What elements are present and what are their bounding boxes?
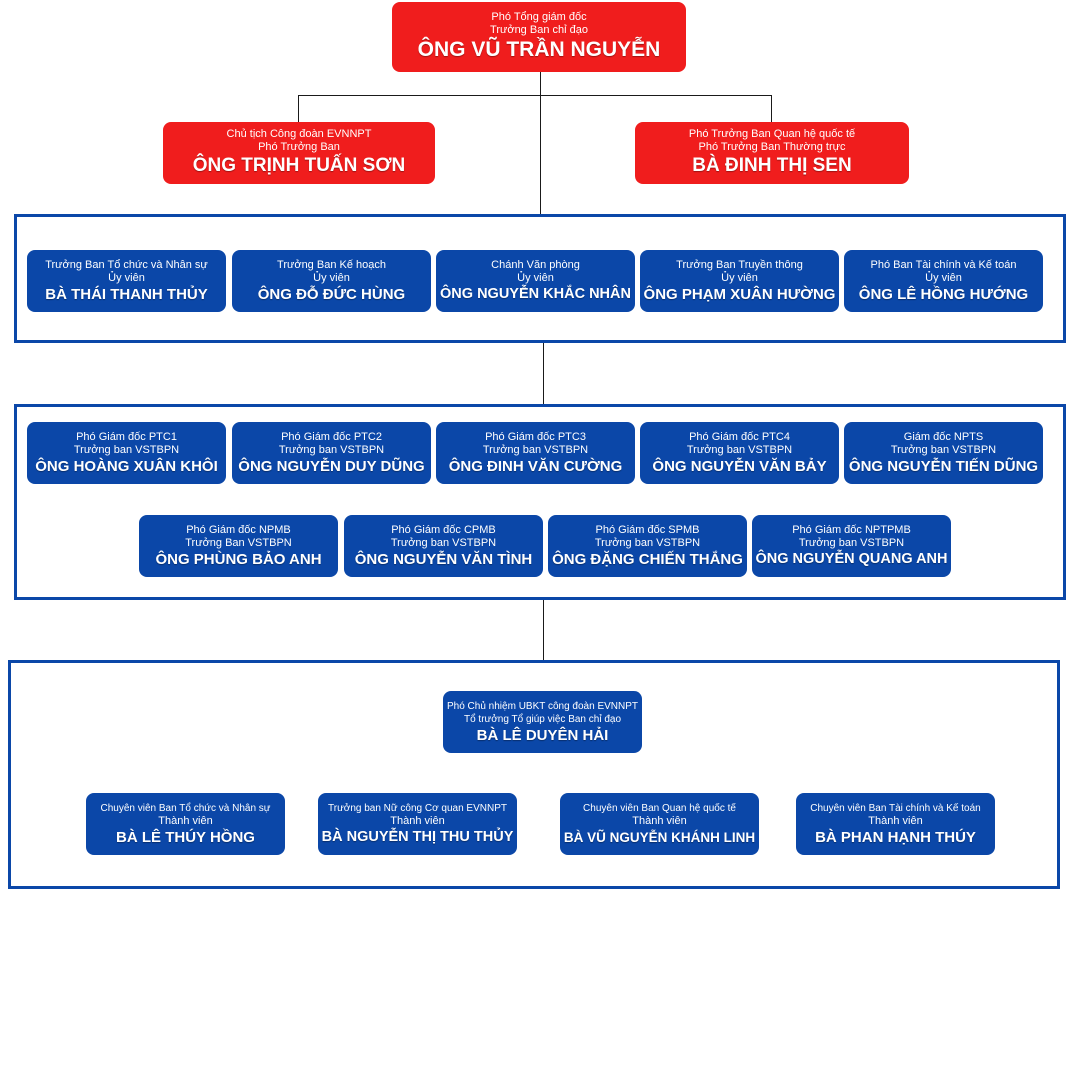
unit-title: Phó Giám đốc NPMB (186, 523, 291, 536)
team-lead-name: BÀ LÊ DUYÊN HẢI (476, 726, 609, 744)
unit-name: ÔNG NGUYỄN VĂN TÌNH (354, 550, 533, 568)
unit-role: Trưởng ban VSTBPN (278, 443, 385, 456)
head-role: Trưởng Ban chỉ đạo (490, 24, 588, 36)
team-member-title: Chuyên viên Ban Tài chính và Kế toán (810, 802, 981, 814)
member-title: Phó Ban Tài chính và Kế toán (870, 258, 1017, 271)
unit-title: Phó Giám đốc PTC1 (76, 430, 177, 443)
member-role: Ủy viên (925, 271, 962, 284)
team-lead-node: Phó Chủ nhiệm UBKT công đoàn EVNNPT Tổ t… (443, 691, 642, 753)
member-name: ÔNG LÊ HỒNG HƯỚNG (858, 285, 1029, 303)
team-member-name: BÀ LÊ THÚY HỒNG (116, 828, 255, 846)
team-member-title: Chuyên viên Ban Tổ chức và Nhân sự (100, 802, 271, 814)
member-role: Ủy viên (517, 271, 554, 284)
connector-deputy-right (771, 95, 772, 123)
connector-deputy-left (298, 95, 299, 123)
unit-node: Phó Giám đốc PTC4 Trưởng ban VSTBPN ÔNG … (640, 422, 839, 484)
unit-name: ÔNG NGUYỄN TIẾN DŨNG (848, 457, 1039, 475)
head-title: Phó Tổng giám đốc (491, 11, 587, 23)
team-member-name: BÀ VŨ NGUYỄN KHÁNH LINH (563, 829, 756, 845)
unit-node: Phó Giám đốc CPMB Trưởng ban VSTBPN ÔNG … (344, 515, 543, 577)
unit-role: Trưởng Ban VSTBPN (185, 536, 292, 549)
team-member-node: Chuyên viên Ban Tài chính và Kế toán Thà… (796, 793, 995, 855)
unit-node: Phó Giám đốc PTC1 Trưởng ban VSTBPN ÔNG … (27, 422, 226, 484)
deputy-role: Phó Trưởng Ban (258, 141, 340, 153)
member-name: ÔNG NGUYỄN KHẮC NHÂN (440, 285, 631, 302)
deputy-name: BÀ ĐINH THỊ SEN (692, 155, 852, 176)
unit-node: Phó Giám đốc NPMB Trưởng Ban VSTBPN ÔNG … (139, 515, 338, 577)
connector-top-trunk (540, 70, 541, 216)
member-node: Phó Ban Tài chính và Kế toán Ủy viên ÔNG… (844, 250, 1043, 312)
deputy-role: Phó Trưởng Ban Thường trực (698, 141, 846, 153)
team-member-node: Chuyên viên Ban Tổ chức và Nhân sự Thành… (86, 793, 285, 855)
unit-role: Trưởng ban VSTBPN (482, 443, 589, 456)
deputy-node: Phó Trưởng Ban Quan hệ quốc tế Phó Trưởn… (635, 122, 909, 184)
member-role: Ủy viên (313, 271, 350, 284)
deputy-node: Chủ tịch Công đoàn EVNNPT Phó Trưởng Ban… (163, 122, 435, 184)
unit-name: ÔNG NGUYỄN VĂN BẢY (652, 457, 827, 475)
team-member-name: BÀ NGUYỄN THỊ THU THỦY (321, 828, 514, 845)
unit-node: Giám đốc NPTS Trưởng ban VSTBPN ÔNG NGUY… (844, 422, 1043, 484)
team-member-role: Thành viên (158, 814, 213, 827)
unit-node: Phó Giám đốc NPTPMB Trưởng ban VSTBPN ÔN… (752, 515, 951, 577)
unit-role: Trưởng ban VSTBPN (798, 536, 905, 549)
member-title: Trưởng Ban Truyền thông (676, 258, 803, 271)
unit-name: ÔNG NGUYỄN DUY DŨNG (238, 457, 425, 475)
unit-title: Phó Giám đốc CPMB (391, 523, 496, 536)
team-member-node: Trưởng ban Nữ công Cơ quan EVNNPT Thành … (318, 793, 517, 855)
member-title: Chánh Văn phòng (491, 258, 580, 271)
team-member-role: Thành viên (632, 814, 687, 827)
unit-title: Phó Giám đốc PTC3 (485, 430, 586, 443)
member-name: ÔNG ĐỖ ĐỨC HÙNG (257, 285, 406, 303)
unit-name: ÔNG ĐINH VĂN CƯỜNG (448, 457, 623, 475)
unit-title: Phó Giám đốc NPTPMB (792, 523, 911, 536)
member-role: Ủy viên (108, 271, 145, 284)
member-node: Trưởng Ban Tổ chức và Nhân sự Ủy viên BÀ… (27, 250, 226, 312)
connector-deputy-bar (298, 95, 772, 96)
team-lead-role: Tổ trưởng Tổ giúp việc Ban chỉ đạo (463, 713, 622, 725)
head-name: ÔNG VŨ TRẦN NGUYỄN (417, 38, 661, 61)
team-member-role: Thành viên (390, 814, 445, 827)
member-node: Chánh Văn phòng Ủy viên ÔNG NGUYỄN KHẮC … (436, 250, 635, 312)
member-title: Trưởng Ban Tổ chức và Nhân sự (45, 258, 208, 271)
connector-units-to-team (543, 598, 544, 662)
unit-title: Phó Giám đốc PTC2 (281, 430, 382, 443)
unit-title: Giám đốc NPTS (903, 430, 984, 443)
team-lead-title: Phó Chủ nhiệm UBKT công đoàn EVNNPT (446, 700, 639, 712)
member-node: Trưởng Ban Truyền thông Ủy viên ÔNG PHẠM… (640, 250, 839, 312)
member-name: ÔNG PHẠM XUÂN HƯỜNG (643, 285, 836, 303)
unit-role: Trưởng ban VSTBPN (686, 443, 793, 456)
connector-members-to-units (543, 342, 544, 406)
team-member-title: Chuyên viên Ban Quan hệ quốc tế (583, 802, 736, 814)
unit-name: ÔNG HOÀNG XUÂN KHÔI (35, 457, 218, 475)
unit-node: Phó Giám đốc SPMB Trưởng ban VSTBPN ÔNG … (548, 515, 747, 577)
unit-node: Phó Giám đốc PTC3 Trưởng ban VSTBPN ÔNG … (436, 422, 635, 484)
deputy-name: ÔNG TRỊNH TUẤN SƠN (192, 155, 406, 176)
member-title: Trưởng Ban Kế hoạch (277, 258, 386, 271)
unit-role: Trưởng ban VSTBPN (73, 443, 180, 456)
unit-title: Phó Giám đốc PTC4 (689, 430, 790, 443)
unit-role: Trưởng ban VSTBPN (390, 536, 497, 549)
team-member-node: Chuyên viên Ban Quan hệ quốc tế Thành vi… (560, 793, 759, 855)
unit-title: Phó Giám đốc SPMB (595, 523, 700, 536)
unit-role: Trưởng ban VSTBPN (890, 443, 997, 456)
unit-node: Phó Giám đốc PTC2 Trưởng ban VSTBPN ÔNG … (232, 422, 431, 484)
deputy-title: Chủ tịch Công đoàn EVNNPT (226, 128, 372, 140)
unit-name: ÔNG PHÙNG BẢO ANH (155, 550, 322, 568)
team-member-name: BÀ PHAN HẠNH THÚY (815, 828, 976, 846)
team-member-title: Trưởng ban Nữ công Cơ quan EVNNPT (328, 802, 507, 814)
unit-name: ÔNG NGUYỄN QUANG ANH (755, 550, 948, 567)
member-name: BÀ THÁI THANH THỦY (45, 285, 208, 303)
unit-name: ÔNG ĐẶNG CHIẾN THẮNG (552, 550, 743, 568)
deputy-title: Phó Trưởng Ban Quan hệ quốc tế (688, 128, 856, 140)
member-node: Trưởng Ban Kế hoạch Ủy viên ÔNG ĐỖ ĐỨC H… (232, 250, 431, 312)
head-node: Phó Tổng giám đốc Trưởng Ban chỉ đạo ÔNG… (392, 2, 686, 72)
member-role: Ủy viên (721, 271, 758, 284)
unit-role: Trưởng ban VSTBPN (594, 536, 701, 549)
team-member-role: Thành viên (868, 814, 923, 827)
